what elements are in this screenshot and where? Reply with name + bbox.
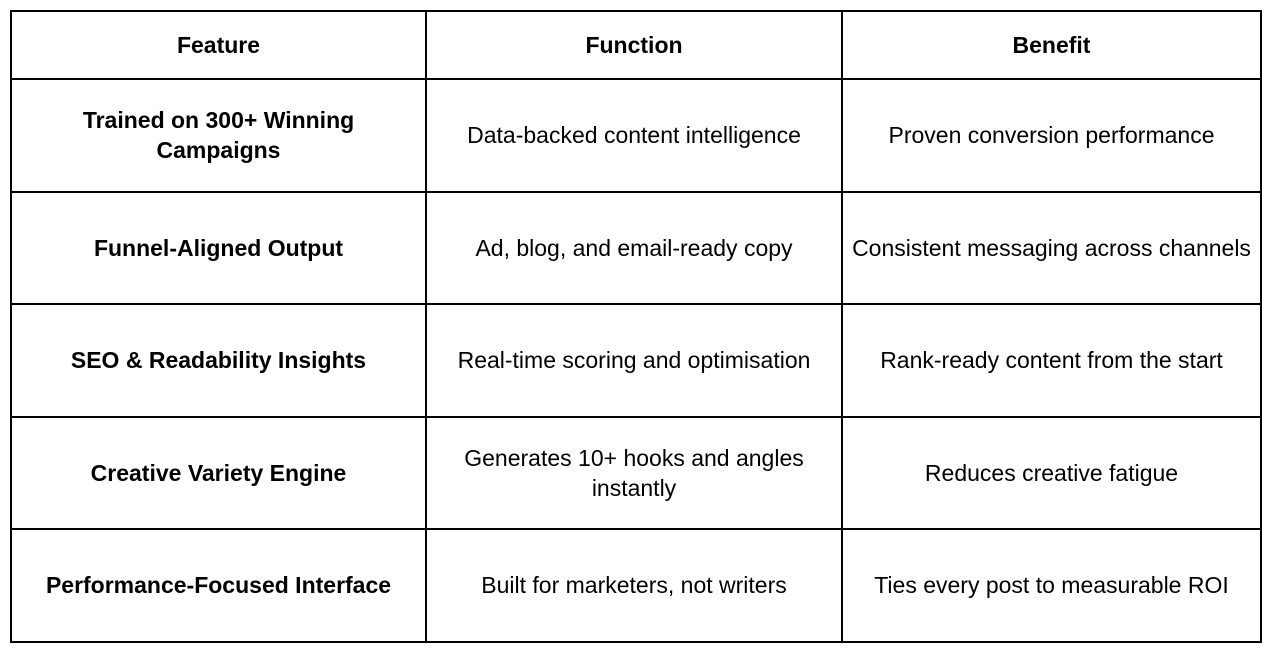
cell-feature: SEO & Readability Insights <box>10 303 427 418</box>
table-header: Feature Function Benefit <box>10 10 1262 80</box>
cell-benefit: Consistent messaging across channels <box>841 190 1262 306</box>
cell-function: Data-backed content intelligence <box>425 78 843 193</box>
cell-function: Built for marketers, not writers <box>425 528 843 643</box>
cell-feature: Performance-Focused Interface <box>10 528 427 643</box>
cell-feature: Creative Variety Engine <box>10 415 427 531</box>
table-body: Trained on 300+ Winning Campaigns Data-b… <box>10 78 1262 643</box>
table-row: SEO & Readability Insights Real-time sco… <box>10 303 1262 418</box>
feature-function-benefit-table: Feature Function Benefit Trained on 300+… <box>10 10 1262 643</box>
table-row: Trained on 300+ Winning Campaigns Data-b… <box>10 78 1262 193</box>
cell-benefit: Ties every post to measurable ROI <box>841 528 1262 643</box>
cell-benefit: Proven conversion performance <box>841 78 1262 193</box>
column-header-feature: Feature <box>10 10 427 80</box>
cell-benefit: Reduces creative fatigue <box>841 415 1262 531</box>
cell-function: Ad, blog, and email-ready copy <box>425 190 843 306</box>
table-row: Funnel-Aligned Output Ad, blog, and emai… <box>10 190 1262 306</box>
column-header-benefit: Benefit <box>841 10 1262 80</box>
table-header-row: Feature Function Benefit <box>10 10 1262 80</box>
table-row: Performance-Focused Interface Built for … <box>10 528 1262 643</box>
cell-feature: Trained on 300+ Winning Campaigns <box>10 78 427 193</box>
cell-feature: Funnel-Aligned Output <box>10 190 427 306</box>
table-container: Feature Function Benefit Trained on 300+… <box>10 10 1262 643</box>
cell-function: Generates 10+ hooks and angles instantly <box>425 415 843 531</box>
cell-function: Real-time scoring and optimisation <box>425 303 843 418</box>
column-header-function: Function <box>425 10 843 80</box>
table-row: Creative Variety Engine Generates 10+ ho… <box>10 415 1262 531</box>
cell-benefit: Rank-ready content from the start <box>841 303 1262 418</box>
